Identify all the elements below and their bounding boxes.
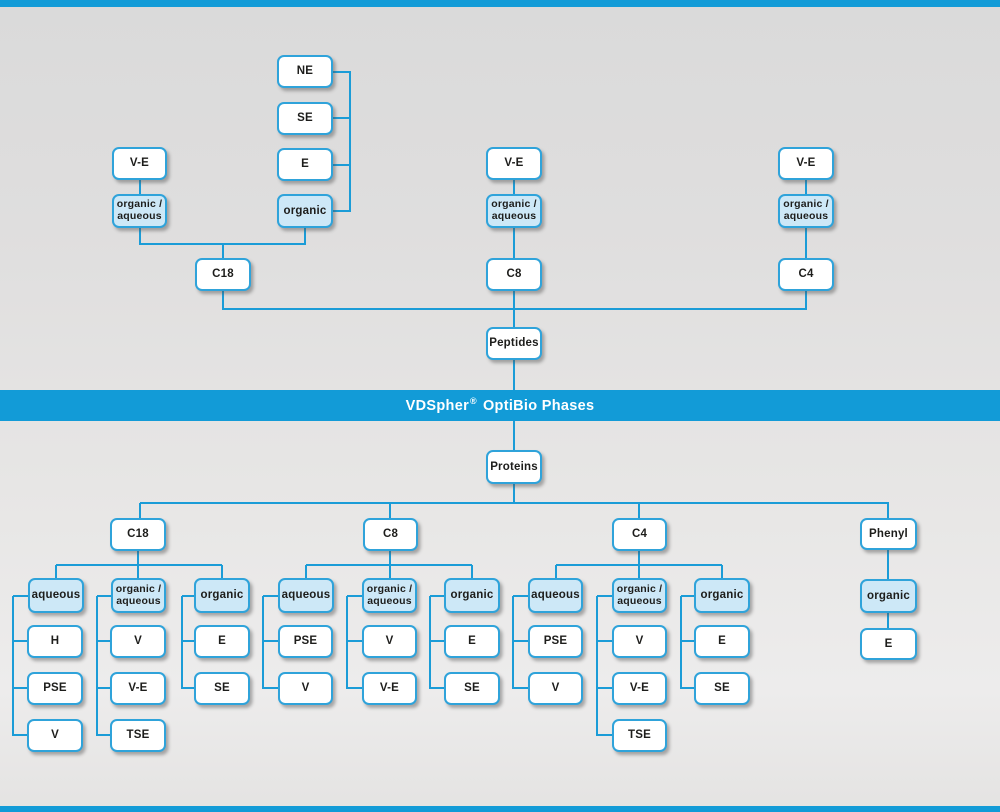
node-proteins-c18: C18 bbox=[110, 518, 166, 551]
node-proteins-c4-aqueous-v: V bbox=[528, 672, 583, 705]
node-proteins-c4: C4 bbox=[612, 518, 667, 551]
node-peptides-c8-organic-aqueous: organic / aqueous bbox=[486, 194, 542, 228]
node-proteins-c4-group-aqueous: aqueous bbox=[528, 578, 583, 613]
node-peptides-c4-ve: V-E bbox=[778, 147, 834, 180]
node-proteins-c8-organic-e: E bbox=[444, 625, 500, 658]
node-peptides-c18-e: E bbox=[277, 148, 333, 181]
node-proteins-c4-organic-e: E bbox=[694, 625, 750, 658]
node-proteins-c18-group-aqueous: aqueous bbox=[28, 578, 84, 613]
node-proteins-c8-aqueous-v: V bbox=[278, 672, 333, 705]
node-proteins-phenyl-group-organic: organic bbox=[860, 579, 917, 613]
bottom-accent-bar bbox=[0, 806, 1000, 812]
banner-registered-mark: ® bbox=[470, 395, 477, 406]
node-peptides-root: Peptides bbox=[486, 327, 542, 360]
node-proteins-c4-group-organic: organic bbox=[694, 578, 750, 613]
node-proteins-c18-aqueous-pse: PSE bbox=[27, 672, 83, 705]
node-proteins-c4-group-organic-aqueous: organic / aqueous bbox=[612, 578, 667, 613]
node-peptides-c18-ne: NE bbox=[277, 55, 333, 88]
node-peptides-c18-ve: V-E bbox=[112, 147, 167, 180]
node-proteins-c18-organic-e: E bbox=[194, 625, 250, 658]
node-proteins-c18-organic-se: SE bbox=[194, 672, 250, 705]
node-peptides-c18: C18 bbox=[195, 258, 251, 291]
node-proteins-c8: C8 bbox=[363, 518, 418, 551]
node-proteins-c18-orgaq-ve: V-E bbox=[110, 672, 166, 705]
node-proteins-c8-group-aqueous: aqueous bbox=[278, 578, 334, 613]
node-proteins-phenyl-organic-e: E bbox=[860, 628, 917, 660]
banner: VDSpher® OptiBio Phases bbox=[0, 390, 1000, 421]
node-proteins-c18-aqueous-h: H bbox=[27, 625, 83, 658]
node-proteins-c4-organic-se: SE bbox=[694, 672, 750, 705]
banner-brand: VDSpher bbox=[405, 397, 470, 414]
node-proteins-c8-aqueous-pse: PSE bbox=[278, 625, 333, 658]
node-proteins-c18-orgaq-v: V bbox=[110, 625, 166, 658]
node-proteins-c18-aqueous-v: V bbox=[27, 719, 83, 752]
node-peptides-c8-ve: V-E bbox=[486, 147, 542, 180]
top-accent-bar bbox=[0, 0, 1000, 7]
node-proteins-c8-orgaq-ve: V-E bbox=[362, 672, 417, 705]
node-proteins-c8-group-organic-aqueous: organic / aqueous bbox=[362, 578, 417, 613]
node-peptides-c4-organic-aqueous: organic / aqueous bbox=[778, 194, 834, 228]
node-proteins-c4-orgaq-ve: V-E bbox=[612, 672, 667, 705]
node-peptides-c4: C4 bbox=[778, 258, 834, 291]
node-proteins-phenyl: Phenyl bbox=[860, 518, 917, 550]
node-peptides-c8: C8 bbox=[486, 258, 542, 291]
node-proteins-c4-orgaq-tse: TSE bbox=[612, 719, 667, 752]
node-peptides-c18-organic-aqueous: organic / aqueous bbox=[112, 194, 167, 228]
node-proteins-c8-organic-se: SE bbox=[444, 672, 500, 705]
node-proteins-c18-group-organic-aqueous: organic / aqueous bbox=[111, 578, 166, 613]
node-peptides-c18-se: SE bbox=[277, 102, 333, 135]
node-proteins-c18-orgaq-tse: TSE bbox=[110, 719, 166, 752]
node-proteins-c8-group-organic: organic bbox=[444, 578, 500, 613]
node-proteins-c4-aqueous-pse: PSE bbox=[528, 625, 583, 658]
node-proteins-c8-orgaq-v: V bbox=[362, 625, 417, 658]
node-proteins-c18-group-organic: organic bbox=[194, 578, 250, 613]
node-peptides-c18-organic: organic bbox=[277, 194, 333, 228]
banner-product-name: OptiBio Phases bbox=[482, 397, 595, 414]
node-proteins-c4-orgaq-v: V bbox=[612, 625, 667, 658]
node-proteins-root: Proteins bbox=[486, 450, 542, 484]
